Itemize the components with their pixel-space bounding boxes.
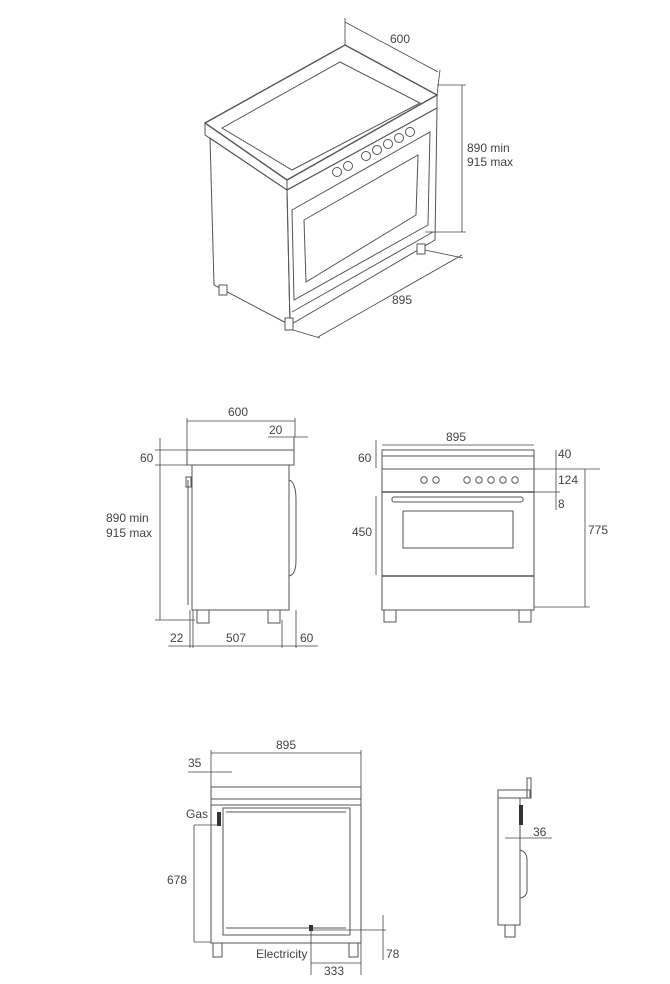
isometric-view: 600 890 min 915 max 895	[203, 18, 513, 339]
back-offset-label: 20	[269, 423, 283, 437]
height-min-label: 890 min	[467, 141, 510, 155]
width-label: 895	[276, 738, 296, 752]
foot	[218, 284, 228, 296]
oven-window	[303, 154, 419, 283]
oven-handle	[391, 496, 524, 503]
gap-label: 8	[558, 497, 565, 511]
foot	[416, 243, 426, 255]
width-label: 895	[446, 430, 466, 444]
front-panel	[286, 107, 438, 326]
depth-label: 600	[228, 405, 248, 419]
foot	[212, 942, 223, 958]
height-max-label: 915 max	[106, 526, 152, 540]
body	[381, 449, 535, 611]
body	[191, 464, 290, 611]
front-view: 895 60 450 40 124 8 775	[352, 430, 608, 623]
height-min-label: 890 min	[106, 511, 149, 525]
width-dimension-line	[317, 254, 463, 338]
front-offset-label: 22	[170, 631, 184, 645]
top-height-label: 60	[358, 451, 372, 465]
foot	[267, 609, 281, 624]
depth-dimension-line	[344, 21, 439, 73]
rear-offset-label: 60	[300, 631, 314, 645]
oven-window	[402, 510, 514, 549]
side-panel	[209, 137, 291, 326]
depth-label: 600	[390, 32, 410, 46]
upstand-label: 40	[558, 447, 572, 461]
gas-connection	[217, 812, 221, 826]
cooktop-glass	[221, 61, 422, 171]
foot	[348, 942, 359, 958]
body	[497, 797, 521, 926]
cooktop	[186, 449, 295, 466]
gas-offset-label: 35	[188, 756, 202, 770]
foot	[284, 317, 294, 331]
knobs	[332, 127, 415, 177]
gas-height-label: 678	[167, 873, 187, 887]
oven-door	[291, 131, 431, 301]
electricity-label: Electricity	[256, 947, 307, 961]
base-height-label: 775	[588, 523, 608, 537]
gas-label: Gas	[186, 807, 208, 821]
oven-height-label: 450	[352, 525, 372, 539]
rear-view: 895 35 Gas 678 Electricity 333 78	[167, 738, 400, 978]
top-height-label: 60	[140, 451, 154, 465]
depth-offset-label: 36	[533, 825, 547, 839]
foot	[504, 924, 516, 938]
foot	[518, 609, 532, 623]
control-panel-label: 124	[558, 473, 578, 487]
foot	[383, 609, 397, 623]
cooktop	[210, 786, 362, 800]
rear-side-view: 36	[497, 777, 552, 938]
electricity-offset-label: 333	[324, 964, 344, 978]
electricity-height-label: 78	[386, 947, 400, 961]
height-max-label: 915 max	[467, 155, 513, 169]
knobs	[420, 476, 519, 484]
side-view: 600 20 60 890 min 915 max 22 507 60	[106, 405, 318, 648]
electricity-connection	[309, 925, 313, 931]
width-label: 895	[392, 293, 412, 307]
foot	[196, 609, 210, 624]
body	[210, 804, 362, 944]
body-depth-label: 507	[226, 631, 246, 645]
